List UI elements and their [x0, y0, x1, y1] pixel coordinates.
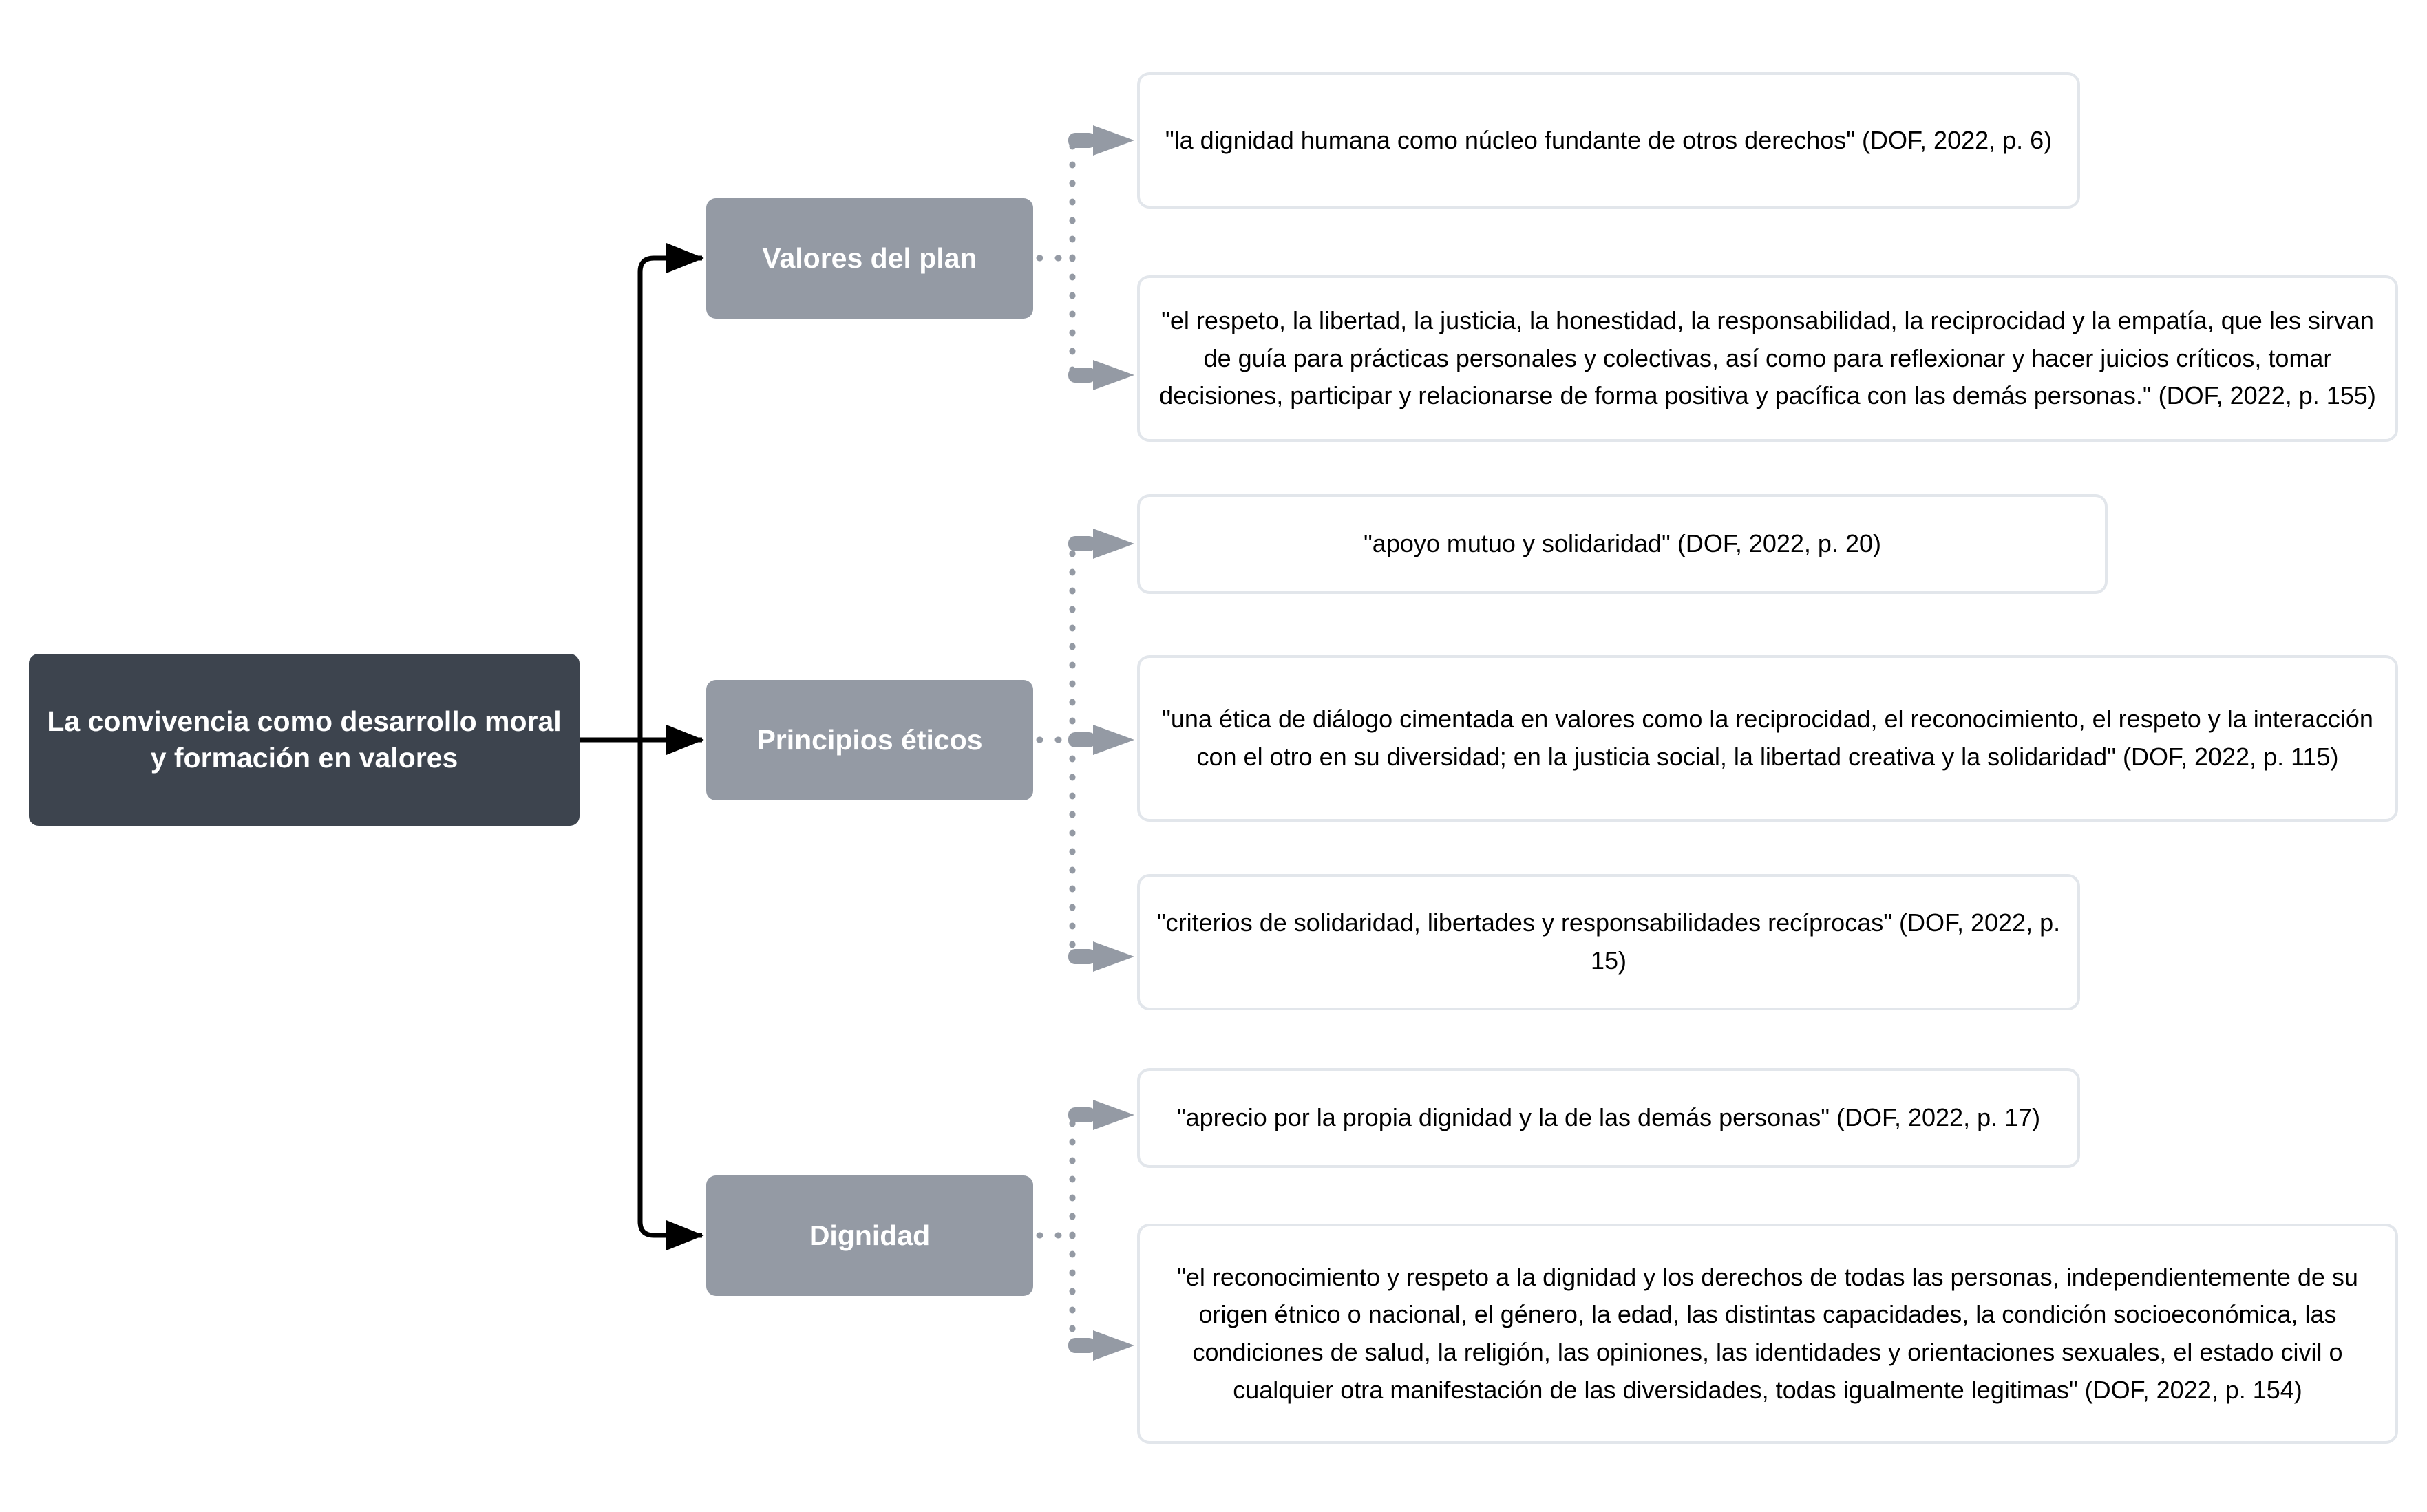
branch-node-dignidad[interactable]: Dignidad [706, 1175, 1033, 1296]
leaf-node-principios-leaf-2[interactable]: "una ética de diálogo cimentada en valor… [1137, 655, 2398, 822]
leaf-text-principios-leaf-2: "una ética de diálogo cimentada en valor… [1162, 705, 2373, 771]
branch-label-principios-eticos: Principios éticos [756, 723, 983, 756]
leaf-text-valores-leaf-2: "el respeto, la libertad, la justicia, l… [1159, 306, 2376, 410]
branch-node-principios-eticos[interactable]: Principios éticos [706, 680, 1033, 800]
leaf-text-principios-leaf-1: "apoyo mutuo y solidaridad" (DOF, 2022, … [1364, 529, 1881, 558]
leaf-node-principios-leaf-3[interactable]: "criterios de solidaridad, libertades y … [1137, 874, 2080, 1010]
leaf-node-dignidad-leaf-1[interactable]: "aprecio por la propia dignidad y la de … [1137, 1068, 2080, 1168]
leaf-node-valores-leaf-2[interactable]: "el respeto, la libertad, la justicia, l… [1137, 275, 2398, 442]
root-label: La convivencia como desarrollo moral y f… [47, 705, 562, 774]
leaf-node-dignidad-leaf-2[interactable]: "el reconocimiento y respeto a la dignid… [1137, 1224, 2398, 1444]
branch-label-dignidad: Dignidad [809, 1219, 931, 1251]
branch-node-valores-del-plan[interactable]: Valores del plan [706, 198, 1033, 319]
branch-label-valores-del-plan: Valores del plan [762, 242, 977, 274]
leaf-arrowheads [1068, 125, 1134, 1361]
leaf-node-principios-leaf-1[interactable]: "apoyo mutuo y solidaridad" (DOF, 2022, … [1137, 494, 2108, 594]
root-node[interactable]: La convivencia como desarrollo moral y f… [29, 654, 580, 826]
leaf-text-principios-leaf-3: "criterios de solidaridad, libertades y … [1156, 908, 2061, 975]
leaf-node-valores-leaf-1[interactable]: "la dignidad humana como núcleo fundante… [1137, 72, 2080, 209]
leaf-text-dignidad-leaf-1: "aprecio por la propia dignidad y la de … [1176, 1103, 2041, 1132]
leaf-text-valores-leaf-1: "la dignidad humana como núcleo fundante… [1165, 125, 2053, 154]
leaf-connectors [1036, 138, 1076, 1349]
root-connectors [580, 242, 704, 1251]
leaf-text-dignidad-leaf-2: "el reconocimiento y respeto a la dignid… [1177, 1262, 2358, 1404]
